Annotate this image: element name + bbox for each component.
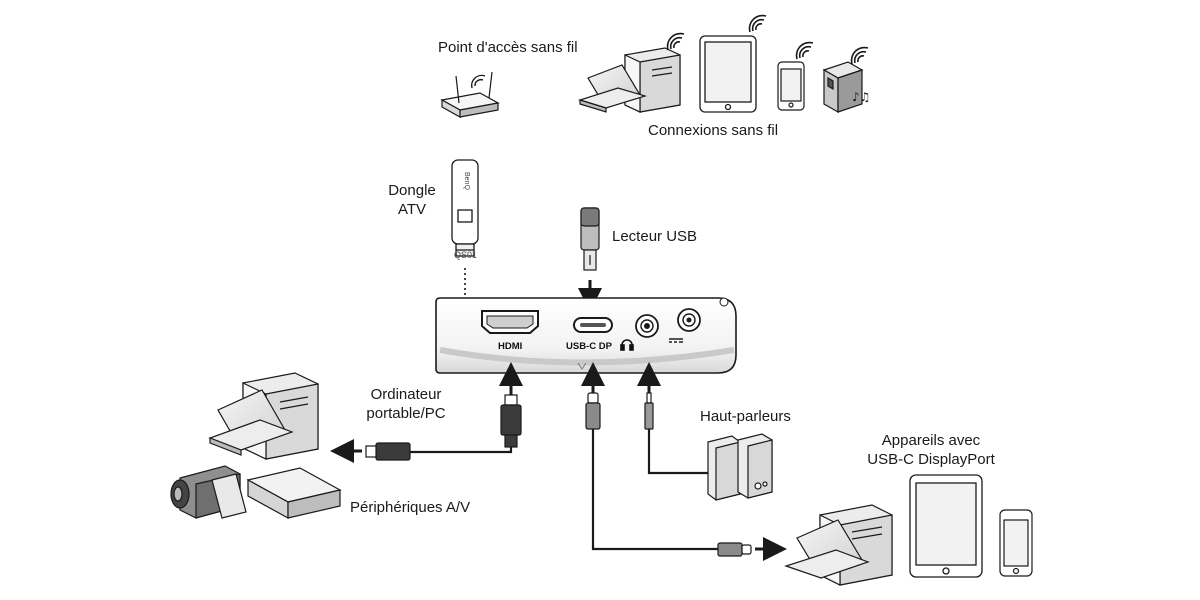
dongle-brand-text: BenQ [463,172,470,190]
usbc-tablet-icon [909,474,983,578]
audio-plug-icon [644,392,654,430]
wireless-tablet-icon [699,35,757,113]
hdmi-plug-icon [365,442,411,461]
computer-label-line2: portable/PC [366,405,446,422]
wifi-signal-icon [666,32,685,51]
dongle-model-label: QS01 [454,250,478,260]
usbc-cable [591,429,718,551]
wifi-signal-icon [850,46,869,65]
laptop-pc-icon [208,372,319,460]
audio-jack-port [635,314,659,338]
usbc-phone-icon [999,509,1033,577]
dongle-label: Dongle ATV [382,181,442,219]
wireless-phone-icon [777,61,805,111]
usbc-dp-port-label: USB-C DP [566,341,612,352]
audio-cable [647,429,708,475]
wireless-connections-label: Connexions sans fil [648,122,779,139]
av-devices-label: Périphériques A/V [350,499,471,516]
wifi-signal-icon [748,14,767,33]
usbc-plug-icon [717,542,752,557]
hdmi-port-label: HDMI [498,341,523,352]
wireless-ap-label: Point d'accès sans fil [438,39,578,56]
wireless-router-icon [440,71,500,119]
hdmi-plug-icon [500,394,522,448]
usb-drive-icon [580,207,600,271]
usbc-devices-label-line2: USB-C DisplayPort [867,451,995,468]
usbc-laptop-pc-icon [784,504,893,586]
svg-text:♪♫: ♪♫ [852,90,870,104]
av-devices-icon [170,465,342,520]
usbc-devices-label: Appareils avec USB-C DisplayPort [846,431,1016,469]
hdmi-port [481,310,539,334]
computer-label: Ordinateur portable/PC [356,385,456,423]
usbc-port [573,317,613,333]
dc-power-port [677,308,701,332]
speakers-label: Haut-parleurs [700,408,791,425]
dongle-label-line1: Dongle [388,182,436,199]
computer-label-line1: Ordinateur [370,386,442,403]
wifi-signal-icon [795,41,814,60]
wireless-laptop-pc-icon [577,47,681,113]
wireless-speaker-icon [822,61,864,114]
speakers-icon [707,433,773,501]
usb-reader-label: Lecteur USB [612,228,698,245]
dongle-label-line2: ATV [397,201,427,218]
atv-dongle-icon [451,159,479,257]
dc-power-icon [669,338,683,343]
headphone-icon [620,339,634,351]
usbc-devices-label-line1: Appareils avec [881,432,981,449]
music-note-icon: ♪♫ [852,90,870,104]
hdmi-cable [410,447,513,454]
usbc-plug-icon [585,392,601,430]
